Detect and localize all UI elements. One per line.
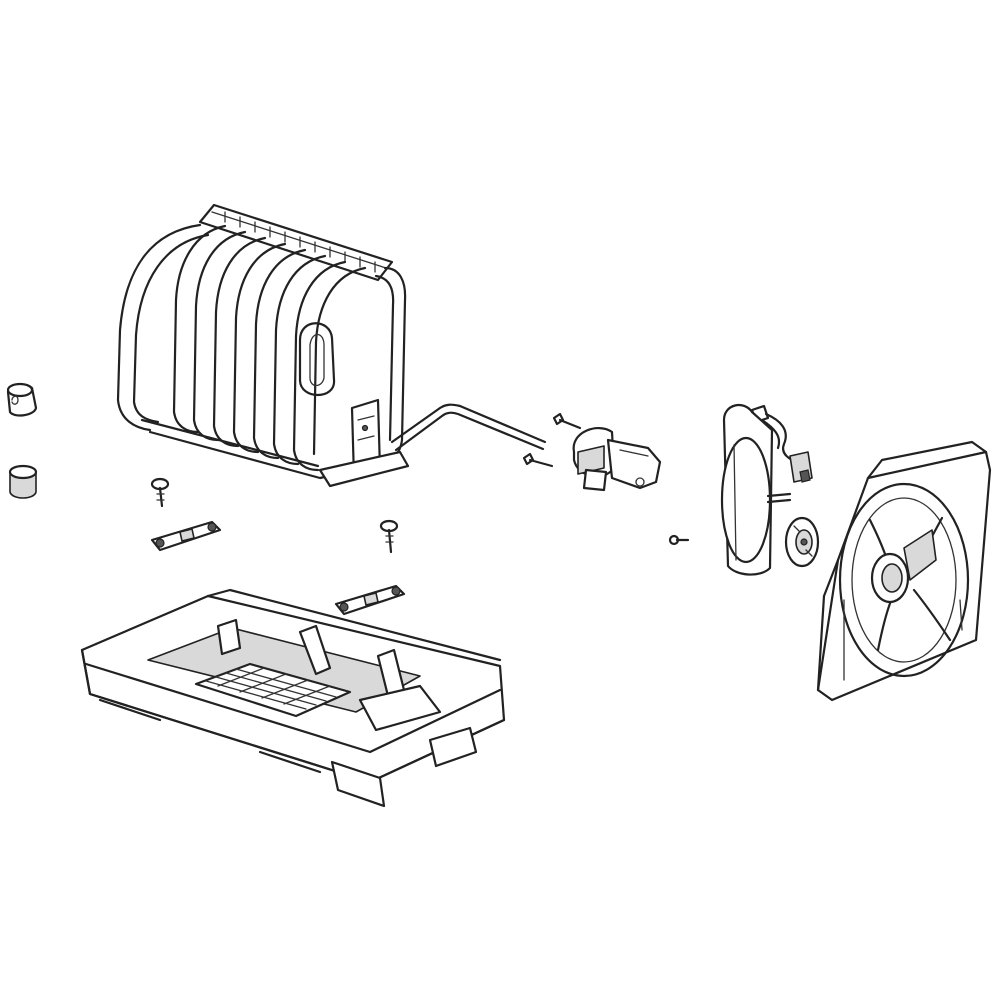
fan-blade xyxy=(784,516,820,568)
mounting-screws xyxy=(150,477,399,554)
screw-lower xyxy=(522,452,554,468)
evaporator-inlet-tube xyxy=(390,403,547,452)
drain-pan-grate xyxy=(205,667,337,710)
clip-left xyxy=(150,520,222,552)
screw-center xyxy=(379,519,399,554)
screw-upper xyxy=(552,412,582,430)
plug-upper xyxy=(6,382,38,417)
fan-shroud xyxy=(816,440,992,702)
evaporator-coil xyxy=(116,203,410,488)
screw-left xyxy=(150,477,170,508)
heater-strip-clips xyxy=(150,520,406,616)
defrost-thermostat xyxy=(750,404,813,483)
motor-screw xyxy=(668,534,690,546)
bracket-screws xyxy=(522,412,582,468)
clip-right xyxy=(334,584,406,616)
fan-motor xyxy=(720,403,792,576)
tube-clamp-bracket xyxy=(572,427,662,492)
plug-lower xyxy=(8,464,38,499)
drain-pan xyxy=(80,588,506,808)
insulation-plugs xyxy=(6,382,38,499)
